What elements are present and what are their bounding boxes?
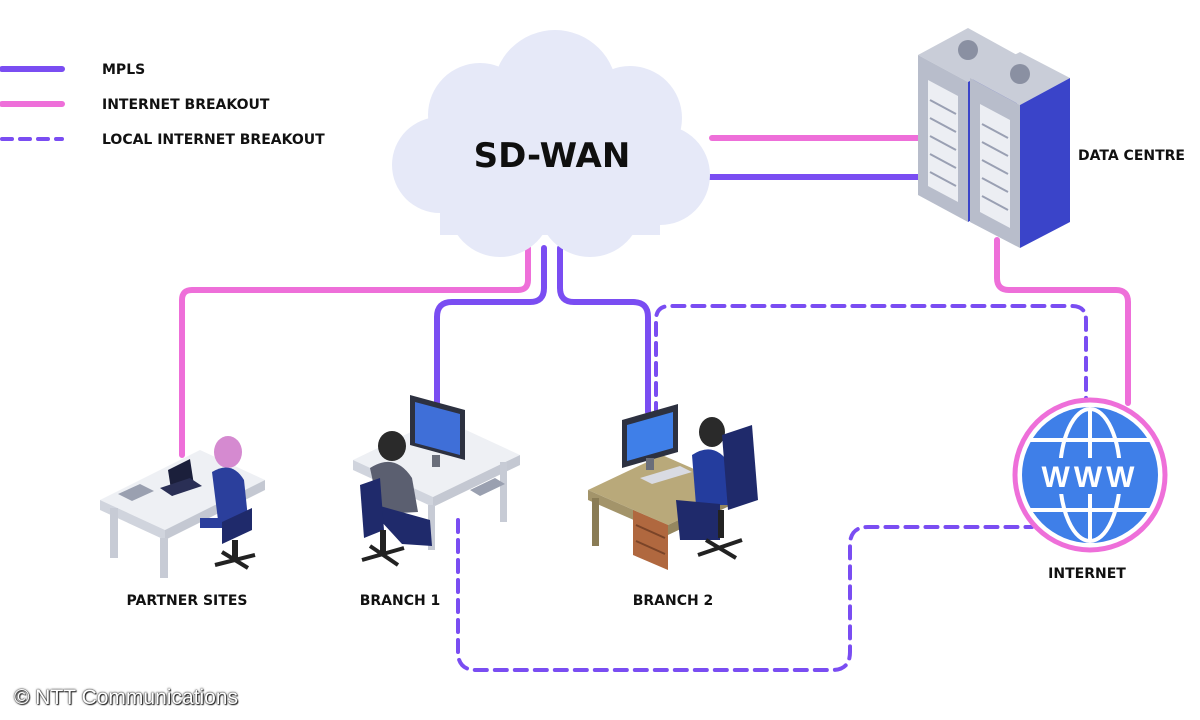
sdwan-cloud: SD-WAN <box>392 30 710 257</box>
legend-mpls-label: MPLS <box>102 62 145 78</box>
branch2-label: BRANCH 2 <box>633 593 714 609</box>
sdwan-cloud-label: SD-WAN <box>474 136 631 176</box>
internet-globe-icon: WWW <box>1012 397 1168 553</box>
copyright-watermark: © NTT Communications <box>14 686 238 709</box>
branch1-mpls-line <box>434 245 547 411</box>
data-centre-servers <box>918 28 1070 248</box>
internet-label: INTERNET <box>1048 566 1126 582</box>
branch1-workstation <box>353 395 520 567</box>
partner-sites-label: PARTNER SITES <box>127 593 248 609</box>
internet-breakout-line <box>994 237 1131 406</box>
branch2-local-breakout-line <box>654 304 1088 417</box>
legend-internet-breakout-label: INTERNET BREAKOUT <box>102 97 270 113</box>
globe-www-text: WWW <box>1042 461 1139 494</box>
partner-sites-workstation <box>100 436 265 578</box>
branch1-label: BRANCH 1 <box>360 593 441 609</box>
connections <box>179 135 1131 672</box>
branch2-workstation <box>588 404 758 570</box>
partner-internet-breakout-line <box>179 245 531 458</box>
legend-local-internet-breakout-label: LOCAL INTERNET BREAKOUT <box>102 132 325 148</box>
branch2-mpls-line <box>557 245 651 415</box>
branch1-local-breakout-line <box>456 518 1034 672</box>
data-centre-label: DATA CENTRE <box>1078 148 1185 164</box>
legend: MPLS INTERNET BREAKOUT LOCAL INTERNET BR… <box>0 62 325 148</box>
